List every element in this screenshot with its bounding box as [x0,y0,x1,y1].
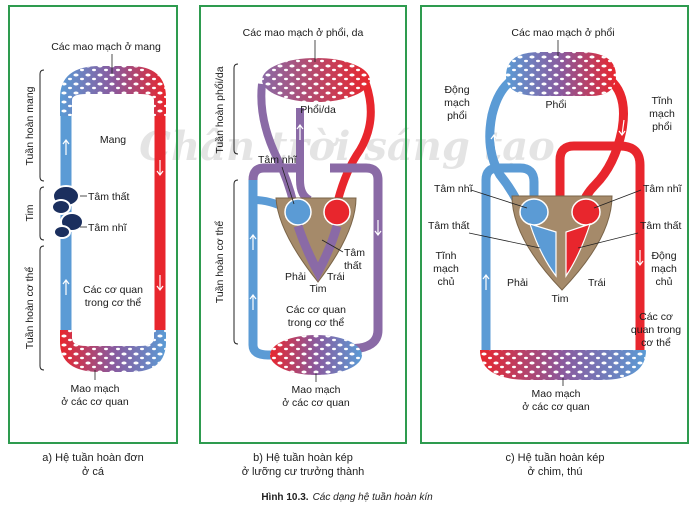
b-atrium-pointer [281,166,295,205]
panel-a-frame [8,5,178,444]
c-flow-arrows [482,119,644,290]
c-ventricle-right-label: Tâm thất [640,220,682,232]
figure-title: Các dạng hệ tuần hoàn kín [313,491,434,503]
b-body-circulation-label: Tuần hoàn cơ thể [214,221,226,304]
c-organ-capillaries-line2: ở các cơ quan [522,401,590,413]
c-vena-cava-line3: chủ [438,276,455,288]
caption-a-line2: ở cá [82,466,105,478]
caption-c-line1: c) Hệ tuần hoàn kép [505,452,604,464]
b-organs-line1: Các cơ quan [286,304,346,316]
c-ventricle-left-label: Tâm thất [428,220,470,232]
c-pulmonary-vein-line2: mạch [649,108,675,120]
b-aorta [339,180,383,355]
b-ventricle-pointer [321,239,344,253]
c-lung-label: Phổi [545,99,566,111]
b-lung-circulation-label: Tuần hoàn phổi/da [214,66,226,153]
c-lung-capillaries-label: Các mao mạch ở phổi [511,27,614,39]
c-organ-cells [480,350,646,380]
c-ventricle-left-pointer [468,232,541,249]
a-gill-capillaries-label: Các mao mạch ở mang [51,41,161,53]
c-right-label: Phải [507,277,528,289]
b-lung-skin-label: Phổi/da [300,104,336,116]
c-atrium-right-pointer [593,189,642,209]
c-vena-cava-line2: mạch [433,263,459,275]
c-organs-line2: quan trong [631,324,681,336]
a-organ-cells [60,330,166,372]
c-atrium-right-label: Tâm nhĩ [643,183,683,195]
b-brackets [233,63,239,345]
c-organs-line1: Các cơ [639,311,673,323]
panel-a: Các mao mạch ở mang Mang Tuần hoàn mang … [24,41,166,408]
b-heart [275,197,357,283]
panel-b-frame [199,5,407,444]
b-organ-capillaries-line2: ở các cơ quan [282,397,350,409]
a-brackets [39,69,45,371]
a-flow-arrows [62,139,164,295]
b-vena-cava [248,180,290,360]
c-heart-label: Tim [551,293,568,305]
figure-caption: Hình 10.3. Các dạng hệ tuần hoàn kín [261,491,433,503]
figure-number: Hình 10.3. [261,492,308,503]
c-vena-cava [481,163,539,350]
a-gill-label: Mang [100,134,126,146]
a-organ-capillaries-line1: Mao mạch [70,383,119,395]
c-organ-capillaries-line1: Mao mạch [531,388,580,400]
b-atrium-label: Tâm nhĩ [258,154,298,166]
c-atrium-left-label: Tâm nhĩ [434,183,474,195]
b-organ-cells [270,335,362,375]
c-aorta-line2: mạch [651,263,677,275]
panel-c: Các mao mạch ở phổi Phổi Động mạch phổi … [428,27,683,413]
caption-c-line2: ở chim, thú [528,466,583,478]
b-organs-line2: trong cơ thể [288,317,345,329]
b-aorta-top-left [248,163,300,181]
a-organ-capillaries-line2: ở các cơ quan [61,396,129,408]
a-gill-circulation-label: Tuần hoàn mang [24,86,36,165]
c-aorta-line3: chủ [656,276,673,288]
a-gill-cells [60,66,166,116]
a-organs-line1: Các cơ quan [83,284,143,296]
b-ventricle-line1: Tâm [344,247,365,259]
a-organs-line2: trong cơ thể [85,297,142,309]
b-lung-skin-capillaries-label: Các mao mạch ở phổi, da [243,27,364,39]
c-atrium-left-pointer [470,189,528,209]
b-right-label: Phải [285,271,306,283]
c-heart [511,195,613,291]
c-pulmonary-vein-line1: Tĩnh [651,95,672,107]
c-lung-cells [506,52,616,96]
caption-b-line1: b) Hệ tuần hoàn kép [253,452,353,464]
c-pulmonary-vein-line3: phổi [652,121,672,133]
c-left-label: Trái [588,277,606,289]
panel-b: Các mao mạch ở phổi, da Phổi/da Tuần hoà… [214,27,383,409]
c-pulmonary-artery-line3: phổi [447,110,467,122]
b-ventricle-line2: thất [344,260,362,272]
b-heart-label: Tim [309,283,326,295]
b-aorta-top-right [330,163,383,181]
caption-a-line1: a) Hệ tuần hoàn đơn [42,452,143,464]
c-pulmonary-artery-line2: mạch [444,97,470,109]
c-pulmonary-artery-line1: Động [444,84,469,96]
a-body-circulation-label: Tuần hoàn cơ thể [24,267,36,350]
b-organ-capillaries-line1: Mao mạch [291,384,340,396]
panel-c-frame [420,5,689,444]
a-heart-label: Tim [24,204,36,221]
b-left-label: Trái [327,271,345,283]
c-ventricle-right-pointer [577,232,639,249]
a-ventricle-label: Tâm thất [88,191,130,203]
b-lung-cells [262,58,370,102]
a-atrium-label: Tâm nhĩ [88,222,128,234]
a-heart [51,185,84,239]
b-flow-arrows [249,124,382,310]
b-pulm-artery-left [257,83,298,206]
caption-b-line2: ở lưỡng cư trưởng thành [242,466,365,478]
b-pulm-vein [334,82,375,202]
c-aorta [555,141,645,350]
c-aorta-line1: Động [651,250,676,262]
c-vena-cava-line1: Tĩnh [435,250,456,262]
c-organs-line3: cơ thể [641,337,671,349]
